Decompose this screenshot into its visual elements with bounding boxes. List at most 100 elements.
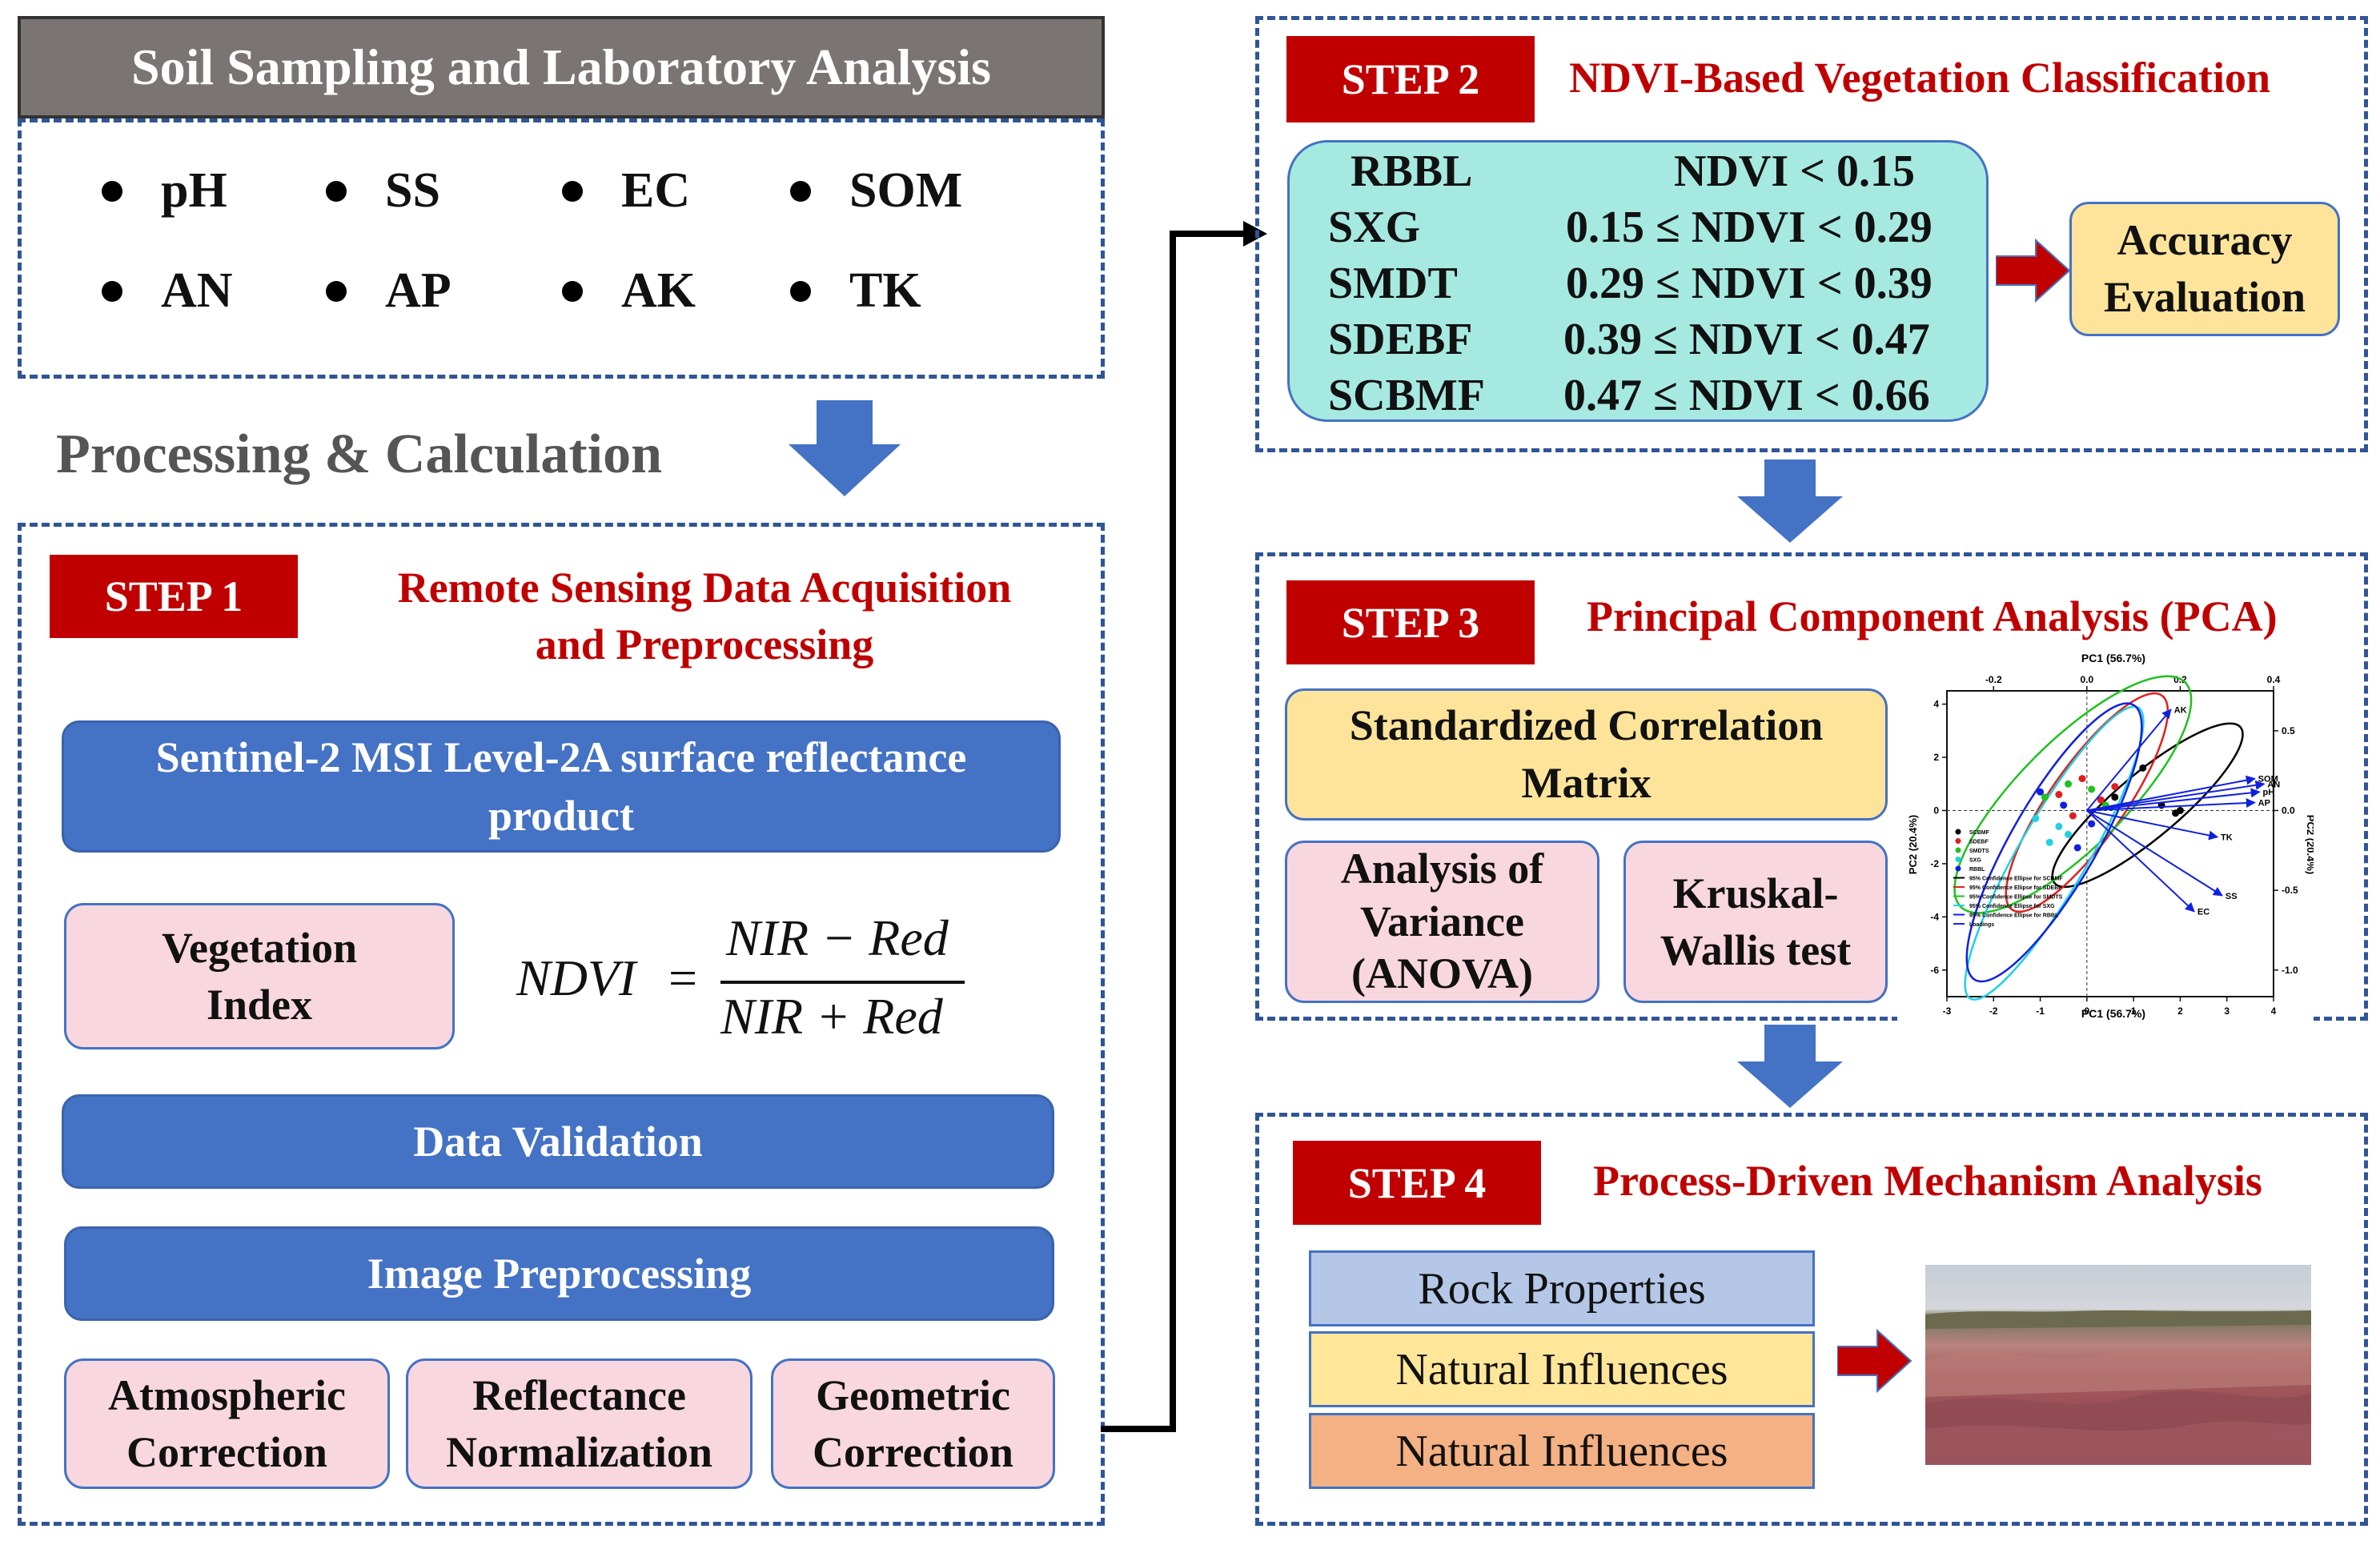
down-arrow-icon: [789, 400, 901, 496]
soil-item: AP: [326, 263, 452, 319]
top-tick-label: 0.0: [2081, 674, 2094, 685]
right-arrow-icon: [1837, 1329, 1912, 1393]
data-point: [2041, 793, 2049, 801]
data-point: [2055, 822, 2063, 830]
data-point: [2069, 812, 2077, 820]
loading-label: AN: [2267, 780, 2280, 789]
data-point: [2111, 793, 2119, 801]
step2-tag: STEP 2: [1286, 36, 1535, 122]
vegetation-index-box: Vegetation Index: [64, 903, 455, 1049]
data-point: [2037, 788, 2045, 796]
y-tick-label: -4: [1930, 911, 1939, 922]
step2-panel: [1255, 16, 2368, 452]
class-range: NDVI < 0.15: [1674, 146, 1916, 196]
bullet-icon: [562, 180, 583, 202]
soil-item: SS: [326, 163, 440, 219]
loading-arrow: [2086, 788, 2261, 812]
x-tick-label: 2: [2177, 1005, 2183, 1017]
right-tick-label: 0.5: [2282, 725, 2295, 736]
connector-arrow: [1101, 221, 1267, 1432]
landscape-photo: [1925, 1265, 2311, 1465]
bullet-icon: [562, 280, 583, 302]
chart-title: PC1 (56.7%): [2081, 652, 2145, 664]
loading-arrow: [2086, 809, 2195, 913]
soil-sampling-header: Soil Sampling and Laboratory Analysis: [18, 16, 1105, 118]
right-arrow-icon: [1996, 239, 2071, 303]
natural-influences-box-2: Natural Influences: [1309, 1413, 1815, 1489]
formula-lhs: NDVI: [516, 949, 636, 1006]
loading-label: pH: [2263, 788, 2275, 797]
class-name: RBBL: [1351, 146, 1473, 196]
legend-marker: [1955, 847, 1961, 853]
x-tick-label: -1: [2036, 1005, 2045, 1017]
step4-title: Process-Driven Mechanism Analysis: [1593, 1157, 2262, 1205]
data-point: [2055, 791, 2063, 799]
natural-influences-box: Natural Influences: [1309, 1331, 1815, 1407]
standardized-correlation-box: Standardized Correlation Matrix: [1285, 688, 1888, 821]
x-tick-label: 1: [2131, 1005, 2137, 1017]
legend-marker: [1955, 865, 1961, 872]
kruskal-wallis-box: Kruskal- Wallis test: [1623, 841, 1888, 1003]
sentinel-product-box: Sentinel-2 MSI Level-2A surface reflecta…: [62, 720, 1061, 853]
loading-label: AP: [2258, 799, 2270, 809]
confidence-ellipse: [1953, 675, 2193, 914]
bullet-icon: [326, 180, 347, 202]
legend-marker: [1955, 829, 1961, 835]
data-point: [2088, 820, 2096, 828]
y-tick-label: 4: [1933, 699, 1939, 710]
loading-label: EC: [2197, 908, 2209, 917]
class-name: SDEBF: [1328, 315, 1473, 364]
class-range: 0.29 ≤ NDVI < 0.39: [1566, 259, 1932, 308]
data-point: [2111, 783, 2119, 791]
step4-tag: STEP 4: [1293, 1141, 1541, 1225]
confidence-ellipse: [1965, 702, 2143, 983]
legend-label: SXG: [1969, 858, 1981, 864]
y-tick-label: 2: [1933, 752, 1939, 763]
confidence-ellipse: [1964, 705, 2145, 1001]
legend-marker: [1955, 857, 1961, 863]
data-point: [2139, 764, 2147, 772]
data-point: [2176, 806, 2184, 814]
loading-label: TK: [2221, 833, 2233, 843]
legend-label: 95% Confidence Ellipse for SMDTS: [1969, 895, 2063, 901]
loading-arrow: [2086, 708, 2172, 812]
plot-frame: [1946, 690, 2274, 997]
class-name: SCBMF: [1328, 371, 1485, 420]
data-point: [2032, 814, 2040, 822]
bullet-icon: [102, 280, 122, 302]
data-point: [2088, 785, 2096, 793]
legend-marker: [1955, 838, 1961, 845]
formula-numerator: NIR − Red: [726, 909, 949, 966]
x-tick-label: 0: [2085, 1005, 2090, 1017]
processing-label: Processing & Calculation: [56, 423, 663, 485]
bullet-icon: [790, 280, 811, 302]
soil-item: pH: [102, 163, 227, 219]
soil-item: AN: [102, 263, 233, 319]
right-tick-label: -1.0: [2282, 965, 2298, 976]
data-point: [2045, 838, 2053, 846]
loading-arrow: [2086, 809, 2223, 897]
y-tick-label: -2: [1930, 858, 1939, 869]
loading-label: AK: [2174, 705, 2187, 715]
x-tick-label: -2: [1989, 1005, 1998, 1017]
step1-tag: STEP 1: [50, 555, 298, 638]
x-tick-label: -3: [1943, 1005, 1952, 1017]
data-point: [2078, 775, 2086, 783]
loading-arrow: [2086, 775, 2256, 812]
data-validation-box: Data Validation: [62, 1094, 1054, 1189]
data-point: [2060, 801, 2068, 809]
soil-sampling-title: Soil Sampling and Laboratory Analysis: [130, 38, 992, 95]
legend-label: 95% Confidence Ellipse for SDEBF: [1969, 885, 2062, 891]
x-tick-label: 3: [2224, 1005, 2229, 1017]
y2-axis-label: PC2 (20.4%): [2305, 815, 2314, 874]
accuracy-evaluation-box: Accuracy Evaluation: [2069, 202, 2340, 336]
top-tick-label: 0.4: [2267, 674, 2281, 685]
loading-arrow: [2086, 780, 2266, 812]
class-range: 0.47 ≤ NDVI < 0.66: [1563, 371, 1930, 420]
legend-label: 95% Confidence Ellipse for SCBMF: [1969, 877, 2063, 882]
down-arrow-icon: [1737, 1025, 1843, 1108]
top-tick-label: -0.2: [1985, 674, 2002, 685]
pca-biplot: PC1 (56.7%) PC1 (56.7%) PC2 (20.4%) PC2 …: [1897, 644, 2314, 1021]
step4-panel: [1255, 1113, 2368, 1526]
legend-label: SMDTS: [1969, 849, 1989, 854]
